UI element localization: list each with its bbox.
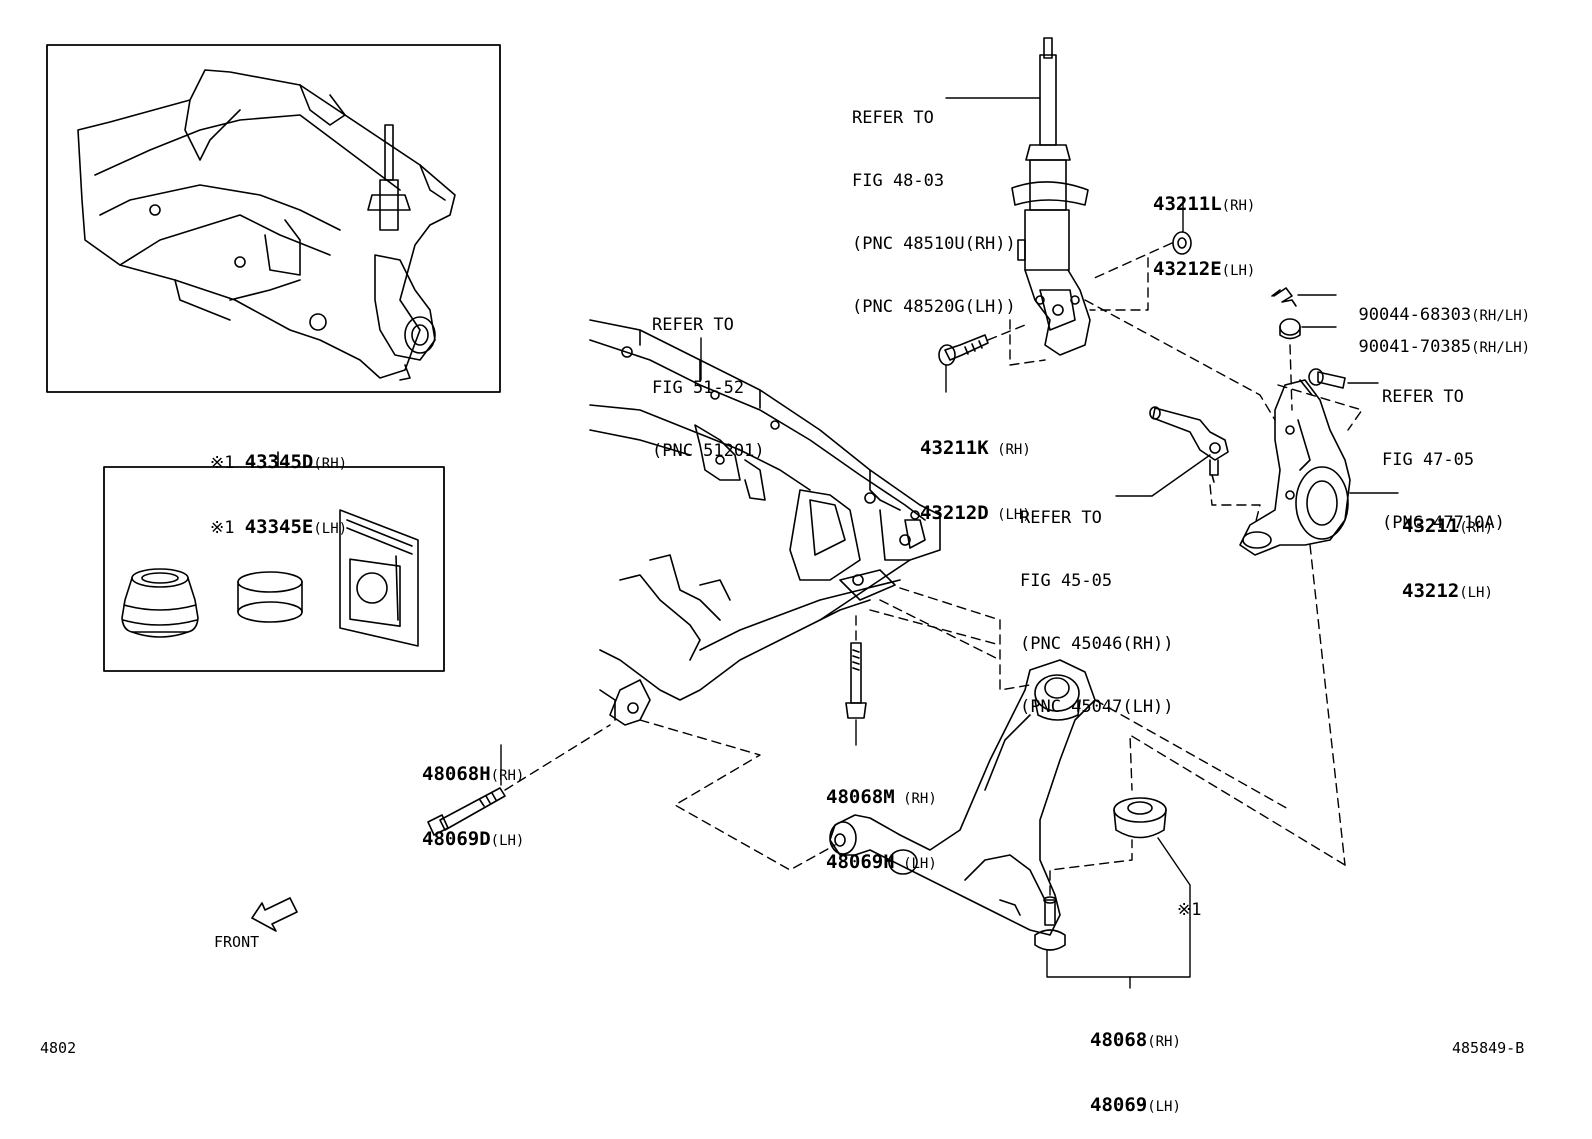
- front-label: FRONT: [214, 933, 260, 951]
- hub-reference: REFER TO FIG 47-05 (PNC 47710A): [1382, 387, 1505, 533]
- drawing-id: 485849-B: [1452, 1039, 1525, 1057]
- castle-nut: [1279, 318, 1301, 340]
- part-43211K-43212D: 43211K (RH) 43212D (LH): [920, 437, 1031, 524]
- leader-lines: [500, 97, 1399, 989]
- crossmember: [589, 319, 941, 726]
- strut-bolt: [938, 334, 989, 366]
- part-90041-70385: 90041-70385(RH/LH): [1358, 337, 1531, 357]
- cotter-pin: [1271, 287, 1297, 307]
- part-48068-48069: 48068(RH) 48069(LH): [1090, 1029, 1181, 1116]
- tie-rod-reference: REFER TO FIG 45-05 (PNC 45046(RH)) (PNC …: [1020, 508, 1174, 717]
- clamp-ring: [237, 571, 303, 623]
- page-code: 4802: [40, 1039, 77, 1057]
- dust-boot: [121, 568, 199, 638]
- part-43211L-43212E: 43211L(RH) 43212E(LH): [1153, 193, 1256, 280]
- part-48068M-48069H: 48068M (RH) 48069H (LH): [826, 786, 937, 873]
- grease-packet: [339, 509, 419, 647]
- parts-diagram: [46, 37, 1399, 989]
- bushing-kit-box: [103, 451, 445, 672]
- overview-inset: [46, 44, 501, 393]
- part-90044-68303: 90044-68303(RH/LH): [1358, 305, 1531, 325]
- arm-bushing: [1113, 797, 1167, 839]
- tie-rod-end: [1149, 406, 1229, 483]
- flange-nut: [1172, 231, 1192, 255]
- strut-reference: REFER TO FIG 48-03 (PNC 48510U(RH)) (PNC…: [852, 108, 1016, 317]
- lower-control-arm: [829, 659, 1096, 951]
- part-43345D-43345E: ※1 43345D(RH) ※1 43345E(LH): [210, 451, 348, 539]
- part-48068H-48069D: 48068H(RH) 48069D(LH): [422, 763, 525, 850]
- front-arrow-icon: [251, 897, 298, 932]
- part-43211-43212: 43211(RH) 43212(LH): [1402, 515, 1493, 602]
- vertical-bolt: [845, 642, 867, 719]
- long-bolt: [427, 787, 506, 836]
- strut-assembly: [1011, 37, 1091, 356]
- dashed-lines: [504, 242, 1363, 896]
- mark-x1: ※1: [1177, 900, 1202, 920]
- crossmember-reference: REFER TO FIG 51-52 (PNC 51201): [652, 315, 765, 461]
- steering-knuckle: [1239, 379, 1351, 556]
- hub-bolt: [1308, 368, 1346, 389]
